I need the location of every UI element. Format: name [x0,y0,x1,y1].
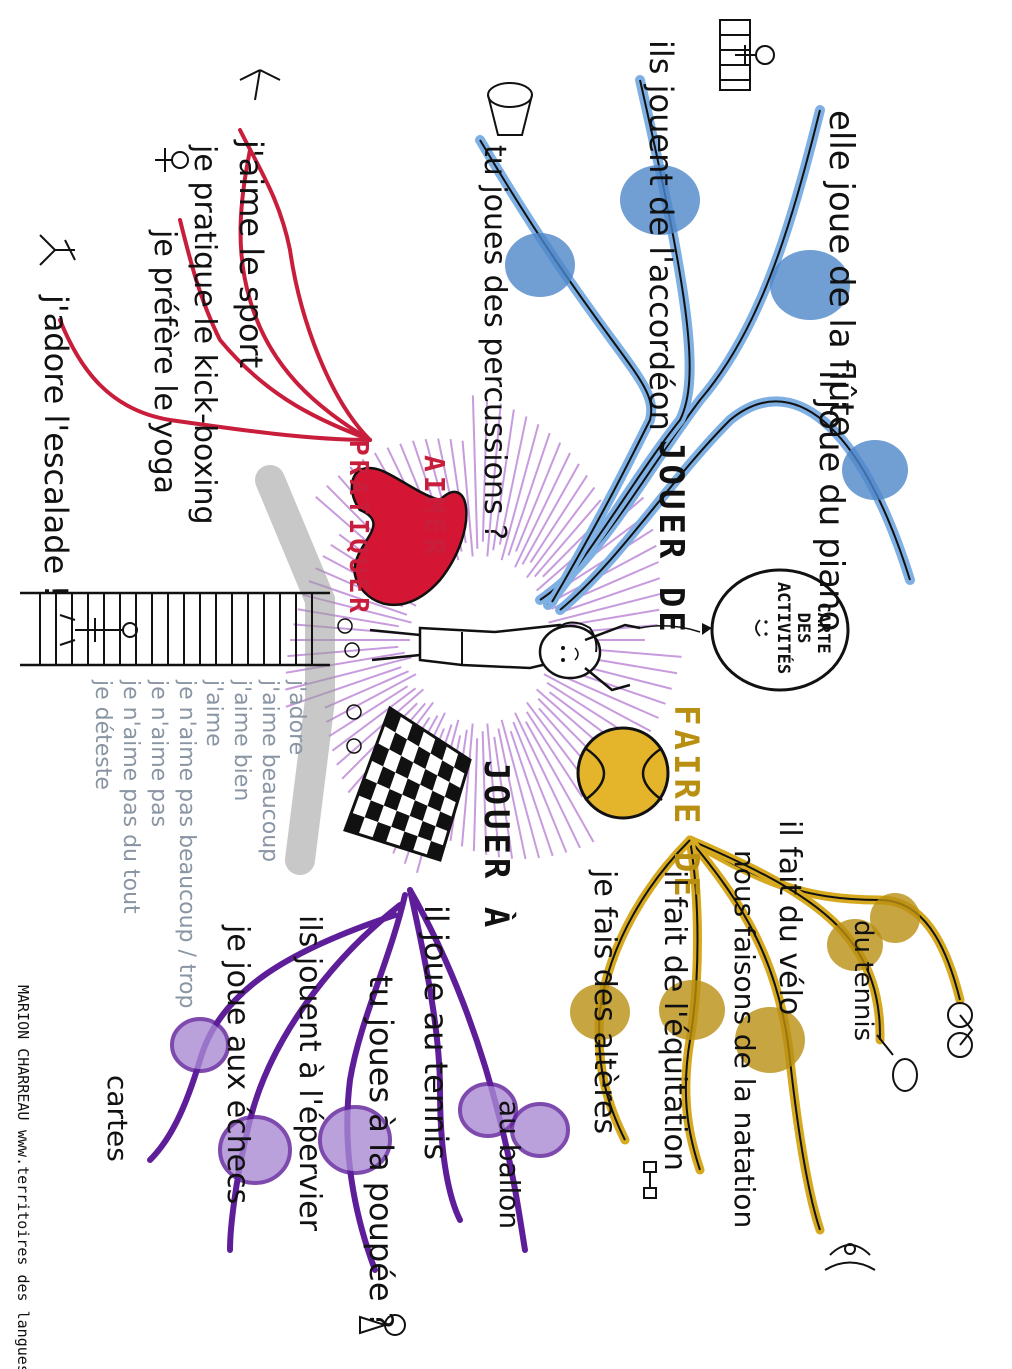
drum-icon [488,83,532,135]
phrase-alteres: je fais des altères [587,869,622,1134]
kickboxer-icon [240,70,280,100]
phrase-yoga: je préfère le yoga [147,229,182,494]
phrase-poupee: tu joues à la poupée ? [362,975,400,1329]
central-figure [370,622,700,690]
ray-stroke [473,395,477,549]
phrase-tennis: du tennis [848,920,878,1041]
scale-item: j'aime bien [229,679,254,801]
scale-item: j'aime [201,679,226,747]
ray-stroke [513,722,566,853]
title-jouer-a: JOUER À [476,760,517,931]
title-jouer-de: JOUER DE [651,440,691,636]
phrase-joue-au-tennis: il joue au tennis [417,905,455,1160]
child-doodle-icon [735,45,774,65]
purple-highlight [172,1019,228,1071]
phrase-kickboxing: je pratique le kick-boxing [187,144,222,525]
scale-item: j'aime beaucoup [257,679,282,862]
ray-stroke [511,731,553,856]
ray-stroke [544,674,651,731]
scale-item: je n'aime pas beaucoup / trop [174,679,199,1009]
phrase-aime-sport: j'aime le sport [232,139,270,368]
swimmer-icon [825,1244,875,1270]
phrase-equitation: il fait de l'équitation [657,870,692,1171]
scale-item: je n'aime pas [146,679,171,827]
phrase-velo: il fait du vélo [772,820,807,1015]
ladder-icon [20,593,330,665]
scale-item: je déteste [90,679,115,790]
climber-icon [40,235,75,265]
ray-stroke [555,610,659,628]
phrase-accordeon: ils jouent de l'accordéon [642,40,680,431]
figure-head [540,626,600,678]
dumbbell-icon [644,1162,656,1198]
title-aimer: AIMER [418,455,451,559]
credit-author: MARION CHARREAU [14,985,32,1120]
title-pratiquer: PRATIQUER [343,440,373,617]
tennis-ball-icon [578,728,668,818]
phrase-epervier: ils jouent à l'épervier [292,915,327,1232]
balloon-line-2: DES [793,613,813,644]
phrase-echecs: je joue aux échecs [220,924,255,1204]
ray-stroke [287,647,398,656]
tennis-racket-icon [877,1035,917,1091]
phrase-piano: il joue du piano [811,370,851,631]
phrase-percussions: tu joues des percussions ? [477,145,512,540]
balloon-line-3: ACTIVITÉS [773,582,795,674]
phrase-cartes: cartes [101,1075,134,1162]
branch-jouer-a [150,890,525,1270]
scale-item: je n'aime pas du tout [118,679,143,914]
phrase-natation: nous faisons de la natation [728,850,761,1228]
phrase-ballon: au ballon [493,1100,526,1229]
scale-item: j'adore [284,679,309,755]
phrase-escalade: j'adore l'escalade ! [37,294,75,597]
bicycle-icon [948,1003,972,1057]
credit-website: www.territoires des langues.com [14,1130,32,1369]
blue-highlight [505,233,575,297]
yoga-figure-icon [155,148,188,172]
